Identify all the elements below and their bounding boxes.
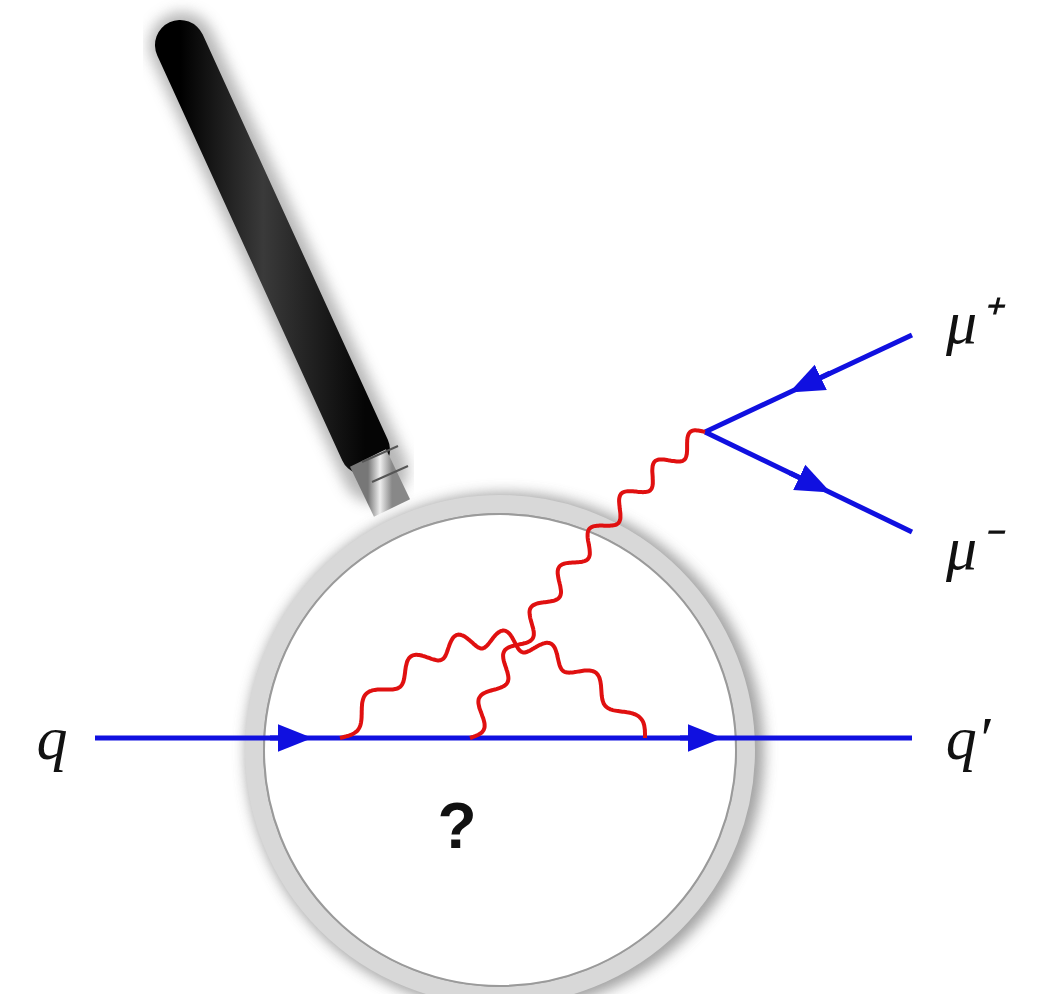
lens-region: ? (264, 514, 736, 986)
fermion-arrow (680, 736, 705, 741)
fermion-arrow (805, 373, 830, 385)
muon-line (705, 335, 912, 432)
photon-line (470, 430, 705, 738)
lens-glass (264, 514, 736, 986)
collar-groove (372, 466, 408, 482)
quark-line (95, 736, 912, 741)
fermion-arrow (270, 736, 295, 741)
particle-label: μ⁻ (946, 517, 998, 579)
collar-groove (362, 446, 398, 462)
photon-line (340, 631, 645, 739)
particle-label: q (37, 707, 68, 769)
lens-edge (264, 514, 736, 986)
fermion-arrow (790, 473, 815, 485)
handle-collar (368, 458, 392, 508)
particle-label: μ⁺ (946, 291, 998, 353)
lens-ring (254, 504, 746, 994)
particle-label: q′ (946, 707, 991, 769)
muon-line (705, 432, 912, 532)
question-mark: ? (437, 794, 476, 858)
handle (180, 45, 365, 450)
